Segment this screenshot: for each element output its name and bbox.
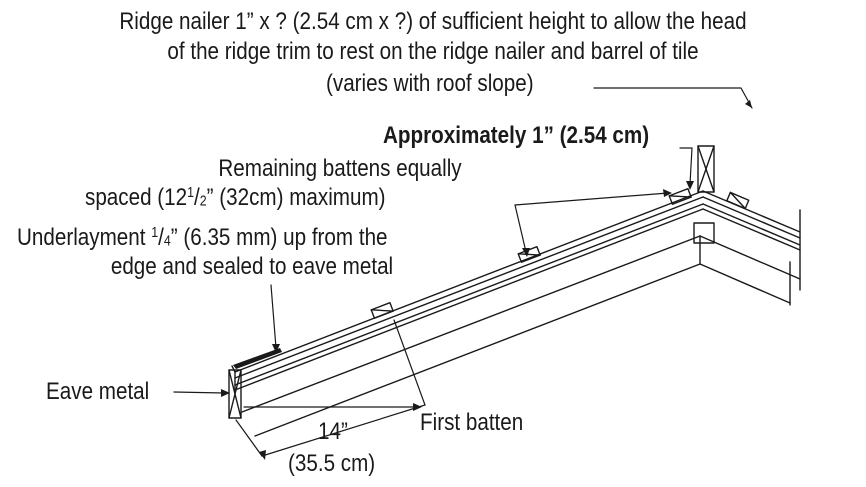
batten-ridge-left xyxy=(668,187,692,205)
ridge-nailer xyxy=(697,145,715,193)
right-slope xyxy=(699,190,801,306)
underlay-label-line1: Underlayment 1/4” (6.35 mm) up from the xyxy=(17,224,388,251)
battens-frac-den: 2 xyxy=(199,193,207,210)
batten-first xyxy=(370,301,394,319)
underlay-frac-den: 4 xyxy=(163,233,171,250)
ridge-nailer-label-line1: Ridge nailer 1” x ? (2.54 cm x ?) of suf… xyxy=(119,8,747,35)
underlay-label-part-b: ” (6.35 mm) up from the xyxy=(170,224,388,251)
ridge-nailer-label-line2: of the ridge trim to rest on the ridge n… xyxy=(167,38,699,65)
dimension-cm-label: (35.5 cm) xyxy=(288,450,376,477)
ridge-nailer-label-line3: (varies with roof slope) xyxy=(326,70,534,97)
underlay-frac-num: 1 xyxy=(151,225,159,242)
dimension-inches-label: 14” xyxy=(318,418,348,445)
leader-lines xyxy=(173,87,753,460)
underlay-label-part-a: Underlayment xyxy=(17,224,152,251)
battens-label-line2: spaced (121/2” (32cm) maximum) xyxy=(85,184,386,211)
underlay-label-line2: edge and sealed to eave metal xyxy=(110,253,394,280)
eave-metal xyxy=(228,348,282,419)
eave-metal-label: Eave metal xyxy=(46,378,150,405)
batten-ridge-right xyxy=(726,191,750,210)
ridge-block xyxy=(693,222,715,244)
battens-frac-num: 1 xyxy=(187,185,195,202)
battens-label-part-b: ” (32cm) maximum) xyxy=(206,184,386,211)
battens-label-line1: Remaining battens equally xyxy=(218,155,462,182)
approx-label: Approximately 1” (2.54 cm) xyxy=(383,122,650,149)
battens-label-part-a: spaced (12 xyxy=(85,184,188,211)
first-batten-label: First batten xyxy=(420,409,524,436)
